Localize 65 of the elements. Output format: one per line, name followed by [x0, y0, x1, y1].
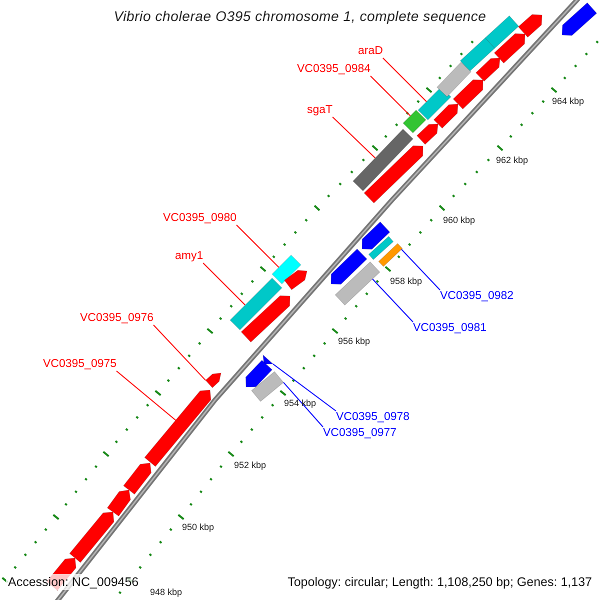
gene-feature	[362, 221, 390, 250]
leader-line	[272, 364, 336, 412]
gene-label: VC0395_0977	[323, 427, 397, 440]
scale-label: 956 kbp	[338, 336, 370, 347]
leader-line	[236, 224, 280, 268]
title: Vibrio cholerae O395 chromosome 1, complete sequence	[114, 8, 486, 24]
gene-block	[402, 110, 426, 134]
scale-label: 962 kbp	[496, 155, 528, 166]
gene-feature	[562, 2, 598, 36]
scale-label: 954 kbp	[284, 398, 316, 409]
gene-feature	[106, 490, 131, 517]
gene-label: VC0395_0980	[163, 212, 237, 225]
gene-label: VC0395_0982	[440, 290, 514, 303]
leader-line	[283, 382, 324, 428]
gene-block	[368, 236, 394, 260]
gene-feature	[475, 58, 500, 82]
gene-feature	[262, 354, 274, 364]
scale-label: 958 kbp	[390, 276, 422, 287]
scale-label: 964 kbp	[552, 96, 584, 107]
leader-line	[382, 58, 427, 102]
gene-label: VC0395_0984	[297, 63, 371, 76]
gene-label: VC0395_0976	[80, 312, 154, 325]
gene-feature	[416, 124, 438, 145]
leader-line	[153, 324, 206, 381]
leader-line	[370, 76, 411, 116]
gene-feature	[240, 295, 290, 343]
info-text: Accession: NC_009456	[6, 574, 141, 590]
scale-label: 948 kbp	[150, 587, 182, 598]
gene-feature	[494, 33, 526, 64]
gene-label: VC0395_0978	[336, 411, 410, 424]
leader-line	[401, 248, 440, 290]
gene-block	[418, 86, 452, 120]
gene-feature	[518, 14, 542, 38]
gene-block	[352, 128, 414, 192]
gene-feature	[284, 270, 308, 290]
scale-label: 950 kbp	[182, 522, 214, 533]
gene-feature	[433, 104, 458, 129]
gene-feature	[144, 390, 212, 467]
gene-block	[272, 254, 302, 284]
gene-feature	[123, 462, 152, 495]
leader-line	[332, 116, 376, 158]
leader-line	[372, 278, 414, 322]
scale-label: 960 kbp	[443, 215, 476, 226]
gene-block	[334, 261, 380, 306]
gene-feature	[69, 512, 114, 563]
leader-line	[116, 370, 176, 421]
gene-block	[436, 62, 472, 98]
gene-label: VC0395_0981	[413, 322, 487, 335]
gene-label: VC0395_0975	[43, 358, 117, 371]
gene-block	[251, 371, 284, 402]
gene-feature	[452, 80, 484, 110]
gene-feature	[364, 146, 424, 204]
gene-block	[484, 15, 520, 49]
gene-block	[230, 278, 282, 330]
gene-feature	[246, 360, 273, 388]
gene-block	[460, 37, 496, 72]
info-text: Topology: circular; Length: 1,108,250 bp; Genes: 1,137	[286, 574, 594, 590]
leader-line	[202, 262, 246, 306]
scale-label: 952 kbp	[234, 460, 266, 471]
gene-feature	[205, 372, 222, 388]
gene-block	[378, 243, 403, 267]
gene-label: sgaT	[307, 104, 333, 117]
gene-label: amy1	[175, 250, 204, 263]
gene-label: araD	[358, 45, 383, 58]
gene-feature	[330, 248, 368, 284]
